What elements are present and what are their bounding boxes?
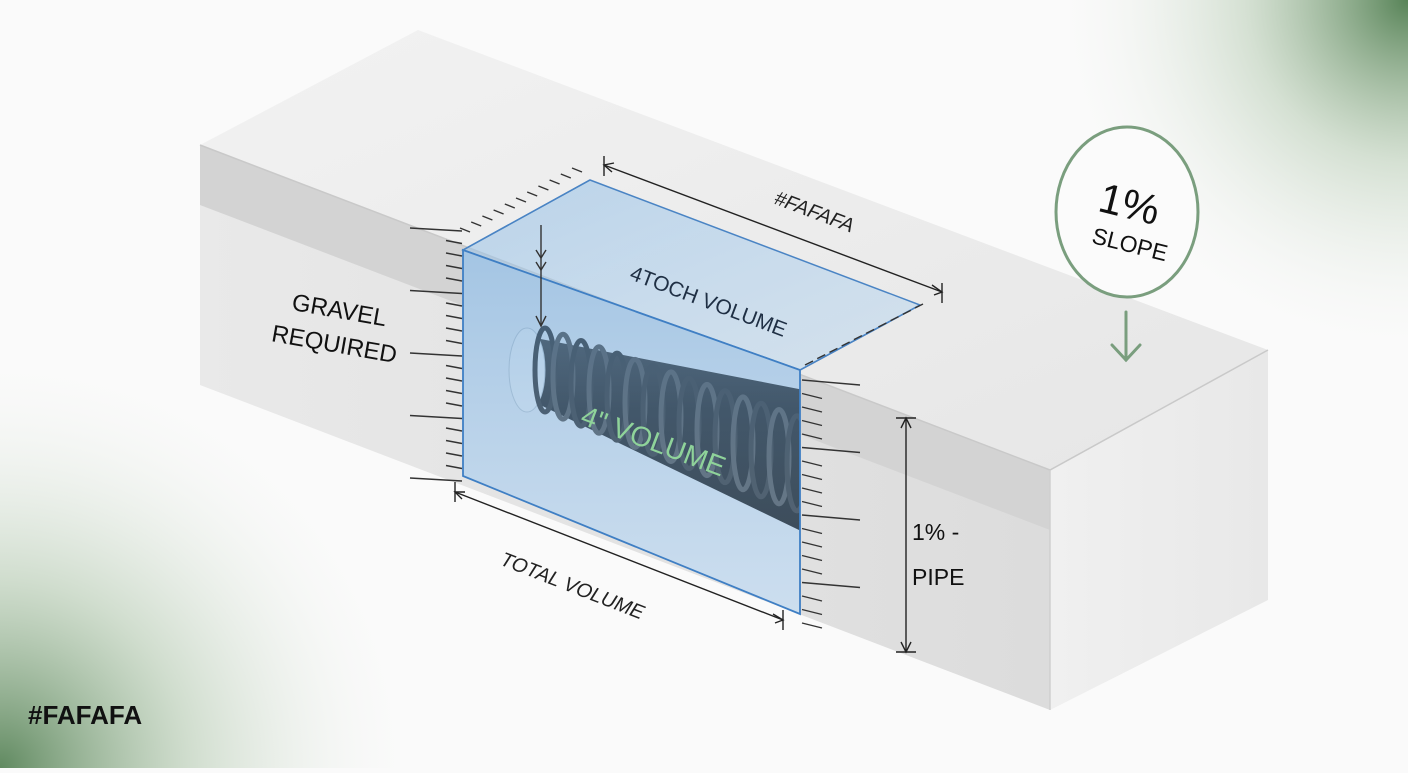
edge-scale-tick bbox=[902, 309, 912, 315]
left-scale-tick bbox=[409, 414, 463, 420]
left-scale-tick bbox=[445, 239, 463, 245]
tick-scales bbox=[409, 167, 924, 629]
right-scale-tick bbox=[801, 608, 823, 616]
right-scale-tick bbox=[801, 595, 823, 602]
right-scale-tick bbox=[801, 419, 823, 427]
edge-scale-tick bbox=[515, 197, 527, 203]
edge-scale-tick bbox=[865, 328, 875, 334]
left-scale-tick bbox=[445, 327, 463, 332]
slope-circle bbox=[1054, 125, 1200, 299]
brand-label: #FAFAFA bbox=[28, 700, 143, 730]
edge-scale-tick bbox=[853, 335, 863, 341]
left-scale-tick bbox=[445, 277, 463, 282]
left-scale-tick bbox=[445, 427, 463, 432]
left-scale-tick bbox=[445, 264, 463, 270]
edge-scale-tick bbox=[878, 322, 887, 328]
right-scale-tick bbox=[801, 541, 823, 548]
left-scale-tick bbox=[445, 252, 463, 257]
right-scale-tick bbox=[801, 514, 861, 521]
left-scale-tick bbox=[445, 439, 463, 445]
left-scale-tick bbox=[409, 289, 463, 295]
left-scale-tick bbox=[445, 314, 463, 320]
left-scale-tick bbox=[445, 464, 463, 470]
edge-scale-tick bbox=[482, 215, 493, 221]
right-scale-tick bbox=[801, 554, 823, 562]
edge-scale-tick bbox=[841, 341, 850, 347]
trench-cutout bbox=[461, 179, 922, 616]
trench-water-volume bbox=[462, 248, 801, 616]
edge-scale-tick bbox=[829, 347, 838, 353]
left-scale-tick bbox=[445, 377, 463, 382]
right-scale-tick bbox=[801, 392, 823, 400]
right-scale-tick bbox=[801, 473, 823, 481]
edge-scale-tick bbox=[504, 203, 516, 209]
edge-scale-tick bbox=[538, 185, 549, 191]
edge-scale-tick bbox=[560, 173, 572, 179]
left-scale-tick bbox=[445, 339, 463, 345]
edge-scale-tick bbox=[459, 227, 471, 233]
slope-down-arrow-icon bbox=[1110, 310, 1142, 363]
left-scale-tick bbox=[409, 477, 463, 482]
right-scale-tick bbox=[801, 568, 823, 575]
right-scale-tick bbox=[801, 446, 861, 454]
right-scale-tick bbox=[801, 581, 861, 589]
right-scale-tick bbox=[801, 622, 823, 629]
right-scale-tick bbox=[801, 527, 823, 535]
right-scale-tick bbox=[801, 406, 823, 413]
pipe-label-line1: 1% - bbox=[912, 519, 959, 545]
left-scale-tick bbox=[409, 227, 463, 232]
edge-scale-tick bbox=[804, 360, 814, 366]
right-scale-tick bbox=[801, 460, 823, 467]
right-scale-tick bbox=[801, 487, 823, 494]
left-scale-tick bbox=[445, 452, 463, 457]
edge-scale-tick bbox=[816, 354, 826, 360]
right-scale-tick bbox=[801, 433, 823, 440]
edge-scale-tick bbox=[914, 303, 924, 309]
pipe-depth-dimension bbox=[896, 416, 916, 654]
pipe-label-line2: PIPE bbox=[912, 564, 964, 590]
left-scale-tick bbox=[445, 389, 463, 395]
slope-badge: 1% SLOPE bbox=[1054, 125, 1200, 363]
edge-scale-tick bbox=[526, 191, 538, 197]
edge-scale-tick bbox=[549, 179, 560, 185]
right-scale-tick bbox=[801, 500, 823, 508]
top-dimension-line bbox=[602, 156, 944, 303]
edge-scale-tick bbox=[470, 221, 482, 227]
bottom-dimension-line bbox=[453, 482, 785, 630]
left-scale-tick bbox=[445, 302, 463, 307]
edge-scale-tick bbox=[890, 316, 899, 322]
left-scale-tick bbox=[445, 402, 463, 407]
left-scale-tick bbox=[445, 364, 463, 370]
depth-arrow bbox=[535, 225, 547, 328]
right-scale-tick bbox=[801, 379, 861, 386]
edge-scale-tick bbox=[571, 167, 583, 173]
edge-scale-tick bbox=[493, 209, 504, 215]
left-scale-tick bbox=[409, 352, 463, 357]
